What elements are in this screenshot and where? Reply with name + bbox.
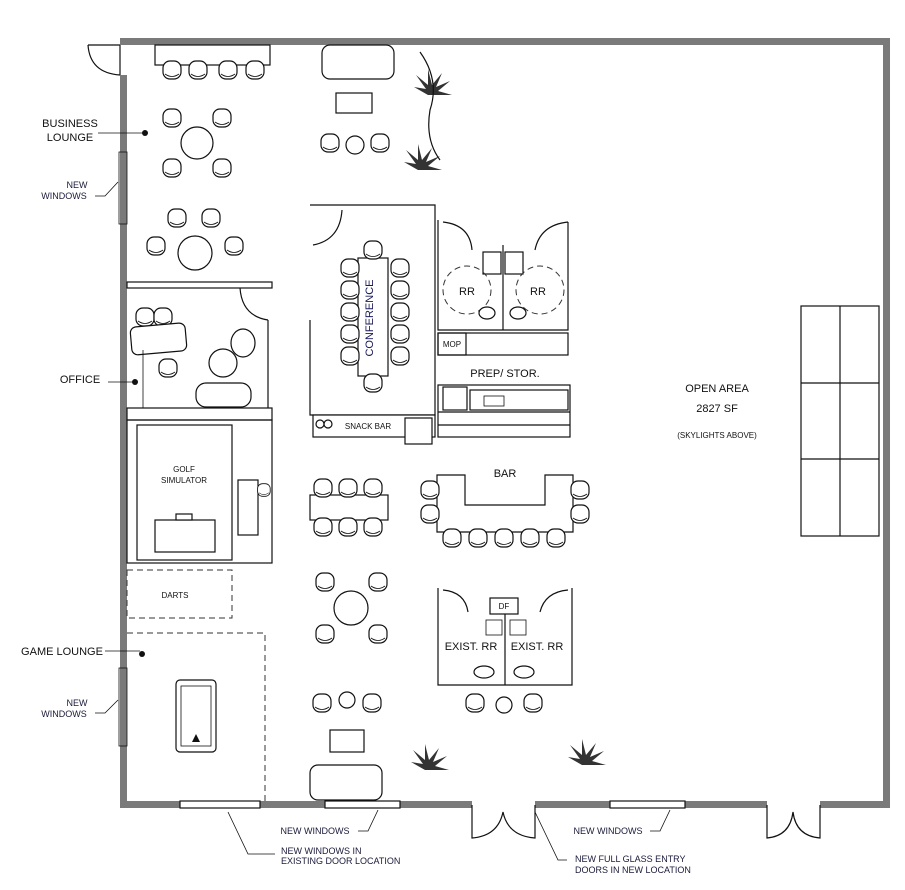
exterior-walls [120, 38, 890, 808]
exit-door-right[interactable] [766, 805, 821, 839]
golf-simulator-label-2: SIMULATOR [161, 476, 207, 485]
df-label: DF [499, 602, 510, 611]
top-seating [320, 44, 452, 170]
long-table [309, 478, 389, 537]
office-furniture [129, 307, 256, 408]
window-left-bottom [118, 667, 128, 747]
window-left-top [118, 151, 128, 225]
windows-in-door-note-1: NEW WINDOWS IN [281, 846, 362, 856]
windows-in-door-note-2: EXISTING DOOR LOCATION [281, 856, 400, 866]
golf-simulator-label-1: GOLF [173, 465, 195, 474]
new-windows-bottom-right-note: NEW WINDOWS [574, 826, 643, 836]
new-windows-note-3: NEW [67, 698, 89, 708]
restroom-left-label: RR [459, 286, 475, 298]
business-lounge-label-2: LOUNGE [47, 132, 93, 144]
darts-area [126, 569, 233, 619]
conference-label: CONFERENCE [364, 279, 376, 356]
open-area-size: 2827 SF [696, 403, 738, 415]
restroom-right-label: RR [530, 286, 546, 298]
game-lounge-label: GAME LOUNGE [21, 646, 103, 658]
new-windows-note-4: WINDOWS [41, 709, 87, 719]
new-windows-bottom-left-note: NEW WINDOWS [281, 826, 350, 836]
existing-restrooms [437, 588, 573, 714]
skylights-note: (SKYLIGHTS ABOVE) [677, 431, 757, 440]
skylights [800, 305, 880, 537]
leader-lines [95, 130, 671, 861]
snack-bar-label: SNACK BAR [345, 422, 391, 431]
game-lounge-area [127, 632, 266, 801]
golf-simulator-room [126, 419, 273, 564]
restrooms [437, 220, 571, 438]
conference-room [309, 204, 436, 445]
business-lounge-furniture [146, 44, 271, 271]
glass-entry-note-2: DOORS IN NEW LOCATION [575, 865, 691, 875]
new-windows-note-2: WINDOWS [41, 191, 87, 201]
round-table-lounge [309, 572, 606, 801]
door-top-left [87, 44, 121, 76]
prep-stor-label: PREP/ STOR. [470, 368, 539, 380]
office-label: OFFICE [60, 374, 100, 386]
new-windows-note-1: NEW [67, 180, 89, 190]
glass-entry-note-1: NEW FULL GLASS ENTRY [575, 854, 686, 864]
window-bottom-mid [324, 800, 401, 809]
exist-rr-left-label: EXIST. RR [445, 641, 498, 653]
entry-doors[interactable] [471, 805, 536, 839]
window-bottom-right [609, 800, 686, 809]
open-area-label: OPEN AREA [685, 383, 749, 395]
exist-rr-right-label: EXIST. RR [511, 641, 564, 653]
darts-label: DARTS [162, 591, 189, 600]
bar-label: BAR [494, 468, 517, 480]
bar-counter [420, 474, 590, 548]
mop-label: MOP [443, 340, 461, 349]
window-bottom-left [179, 800, 261, 809]
business-lounge-label-1: BUSINESS [42, 118, 98, 130]
